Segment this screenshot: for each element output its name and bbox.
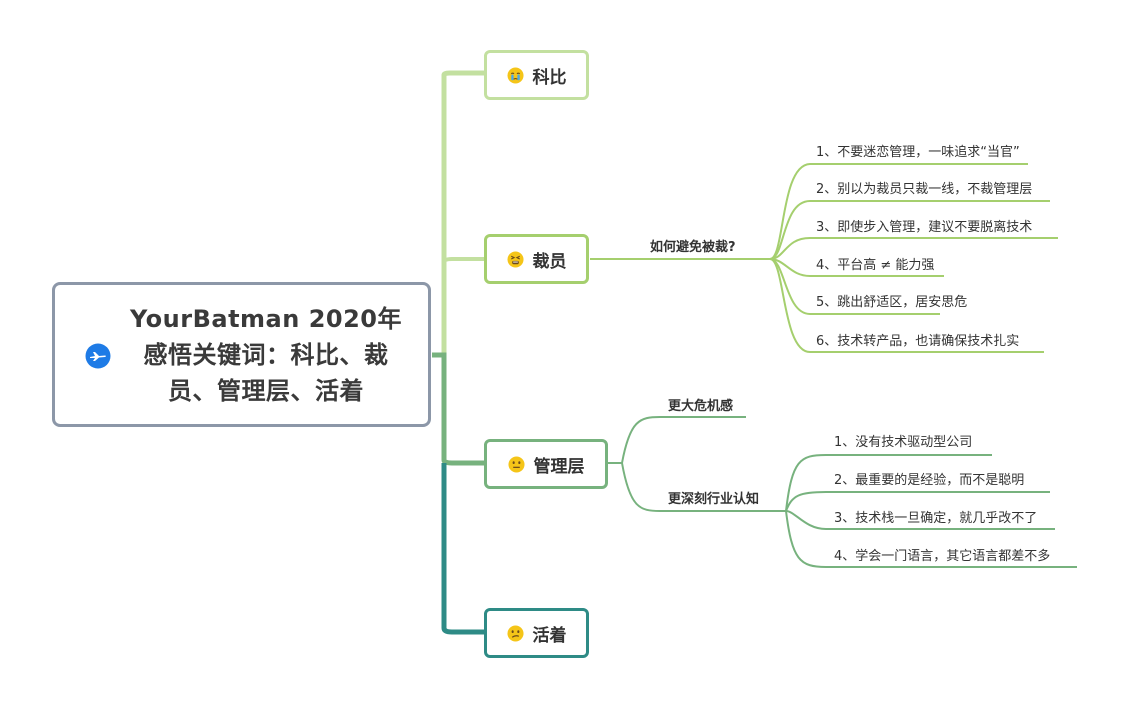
- management-item-connector-1: [785, 454, 992, 512]
- topic-kobe[interactable]: 科比: [484, 50, 589, 100]
- root-topic[interactable]: YourBatman 2020年 感悟关键词：科比、裁 员、管理层、活着: [52, 282, 431, 427]
- topic-layoff[interactable]: 裁员: [484, 234, 589, 284]
- management-item[interactable]: 3、技术栈一旦确定，就几乎改不了: [834, 511, 1038, 526]
- management-item-connector-3: [785, 510, 1055, 530]
- layoff-item-connector-1: [769, 163, 1028, 260]
- layoff-item-connector-3: [769, 237, 1058, 260]
- layoff-item-connector-6: [769, 258, 1044, 353]
- layoff-item[interactable]: 4、平台高 ≠ 能力强: [816, 258, 935, 273]
- tired-face-icon: [506, 250, 524, 268]
- layoff-item[interactable]: 3、即使步入管理，建议不要脱离技术: [816, 220, 1033, 235]
- management-item[interactable]: 2、最重要的是经验，而不是聪明: [834, 473, 1025, 488]
- layoff-item[interactable]: 6、技术转产品，也请确保技术扎实: [816, 334, 1020, 349]
- root-title-line-2: 感悟关键词：科比、裁: [143, 341, 389, 369]
- neutral-face-icon: [507, 455, 525, 473]
- topic-management-label: 管理层: [533, 456, 585, 477]
- management-item-connector-2: [785, 491, 1050, 512]
- root-title-line-3: 员、管理层、活着: [168, 377, 364, 405]
- layoff-item[interactable]: 1、不要迷恋管理，一味追求“当官”: [816, 145, 1020, 160]
- layoff-item-connector-2: [769, 200, 1050, 260]
- confused-face-icon: [506, 624, 524, 642]
- root-title: YourBatman 2020年 感悟关键词：科比、裁 员、管理层、活着: [121, 301, 411, 409]
- management-item[interactable]: 1、没有技术驱动型公司: [834, 435, 973, 450]
- airplane-icon: [85, 343, 111, 369]
- trunk-live-connector: [441, 463, 486, 635]
- trunk-management-connector: [432, 352, 486, 466]
- management-sub-industry[interactable]: 更深刻行业认知: [668, 492, 760, 507]
- layoff-item[interactable]: 2、别以为裁员只裁一线，不裁管理层: [816, 182, 1033, 197]
- topic-live-label: 活着: [532, 625, 567, 646]
- management-sub1-connector: [621, 416, 746, 464]
- layoff-item[interactable]: 5、跳出舒适区，居安思危: [816, 295, 968, 310]
- management-sub-crisis[interactable]: 更大危机感: [668, 399, 734, 414]
- layoff-question[interactable]: 如何避免被裁?: [650, 240, 736, 255]
- management-item[interactable]: 4、学会一门语言，其它语言都差不多: [834, 549, 1051, 564]
- management-sub2-connector: [621, 462, 786, 512]
- root-title-line-1: YourBatman 2020年: [130, 305, 402, 333]
- topic-kobe-label: 科比: [532, 67, 567, 88]
- topic-management[interactable]: 管理层: [484, 439, 608, 489]
- trunk-layoff-connector: [442, 257, 486, 355]
- crying-face-icon: [506, 66, 524, 84]
- topic-layoff-label: 裁员: [532, 251, 567, 272]
- management-item-connector-4: [785, 510, 1077, 568]
- topic-live[interactable]: 活着: [484, 608, 589, 658]
- trunk-upper-connector: [432, 70, 486, 358]
